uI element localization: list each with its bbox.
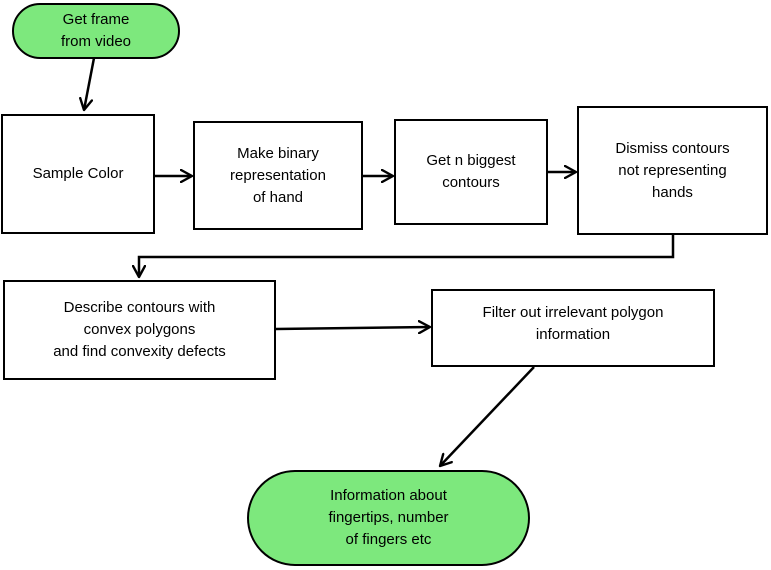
arrow-filter-to-info xyxy=(440,366,535,466)
filter-info-label: Filter out irrelevant polygon informatio… xyxy=(483,302,664,346)
filter-info-box: Filter out irrelevant polygon informatio… xyxy=(431,289,715,367)
info-fingertips-line-2: fingertips, number xyxy=(328,509,449,526)
make-binary-line-3: of hand xyxy=(252,188,304,206)
describe-contours-box: Describe contours with convex polygons a… xyxy=(3,280,276,380)
sample-color-label: Sample Color xyxy=(33,163,124,185)
dismiss-contours-box: Dismiss contours not representing hands xyxy=(577,106,768,235)
get-frame-label: Get frame from video xyxy=(61,9,131,53)
dismiss-contours-line-2: not representing xyxy=(618,161,727,179)
dismiss-contours-label: Dismiss contours not representing hands xyxy=(615,138,729,204)
arrow-frame-to-sample xyxy=(84,57,96,110)
get-frame-terminal: Get frame from video xyxy=(12,3,180,59)
get-contours-line-2: contours xyxy=(442,174,500,191)
make-binary-line-2: representation xyxy=(230,166,326,184)
describe-contours-line-2: convex polygons xyxy=(83,321,196,338)
filter-info-line-1: Filter out irrelevant polygon xyxy=(482,304,664,321)
describe-contours-line-1: Describe contours with xyxy=(63,299,216,316)
sample-color-box: Sample Color xyxy=(1,114,155,234)
sample-color-line-1: Sample Color xyxy=(32,165,124,182)
info-fingertips-terminal: Information about fingertips, number of … xyxy=(247,470,530,566)
info-fingertips-line-3: of fingers etc xyxy=(345,531,432,548)
get-contours-box: Get n biggest contours xyxy=(394,119,548,225)
arrow-dismiss-to-describe xyxy=(139,234,675,277)
describe-contours-label: Describe contours with convex polygons a… xyxy=(53,297,226,363)
info-fingertips-line-1: Information about xyxy=(330,487,447,504)
info-fingertips-label: Information about fingertips, number of … xyxy=(328,485,448,551)
describe-contours-line-3: and find convexity defects xyxy=(53,343,226,360)
make-binary-box: Make binary representation of hand xyxy=(193,121,363,230)
dismiss-contours-line-1: Dismiss contours xyxy=(615,139,730,157)
get-frame-line-1: Get frame xyxy=(62,11,130,28)
dismiss-contours-line-3: hands xyxy=(652,183,693,201)
filter-info-line-2: information xyxy=(535,326,611,343)
arrow-describe-to-filter xyxy=(275,327,430,329)
make-binary-label: Make binary representation of hand xyxy=(230,143,326,209)
get-contours-line-1: Get n biggest xyxy=(426,152,516,169)
get-contours-label: Get n biggest contours xyxy=(426,150,515,194)
make-binary-line-1: Make binary xyxy=(237,144,319,162)
get-frame-line-2: from video xyxy=(60,33,132,50)
